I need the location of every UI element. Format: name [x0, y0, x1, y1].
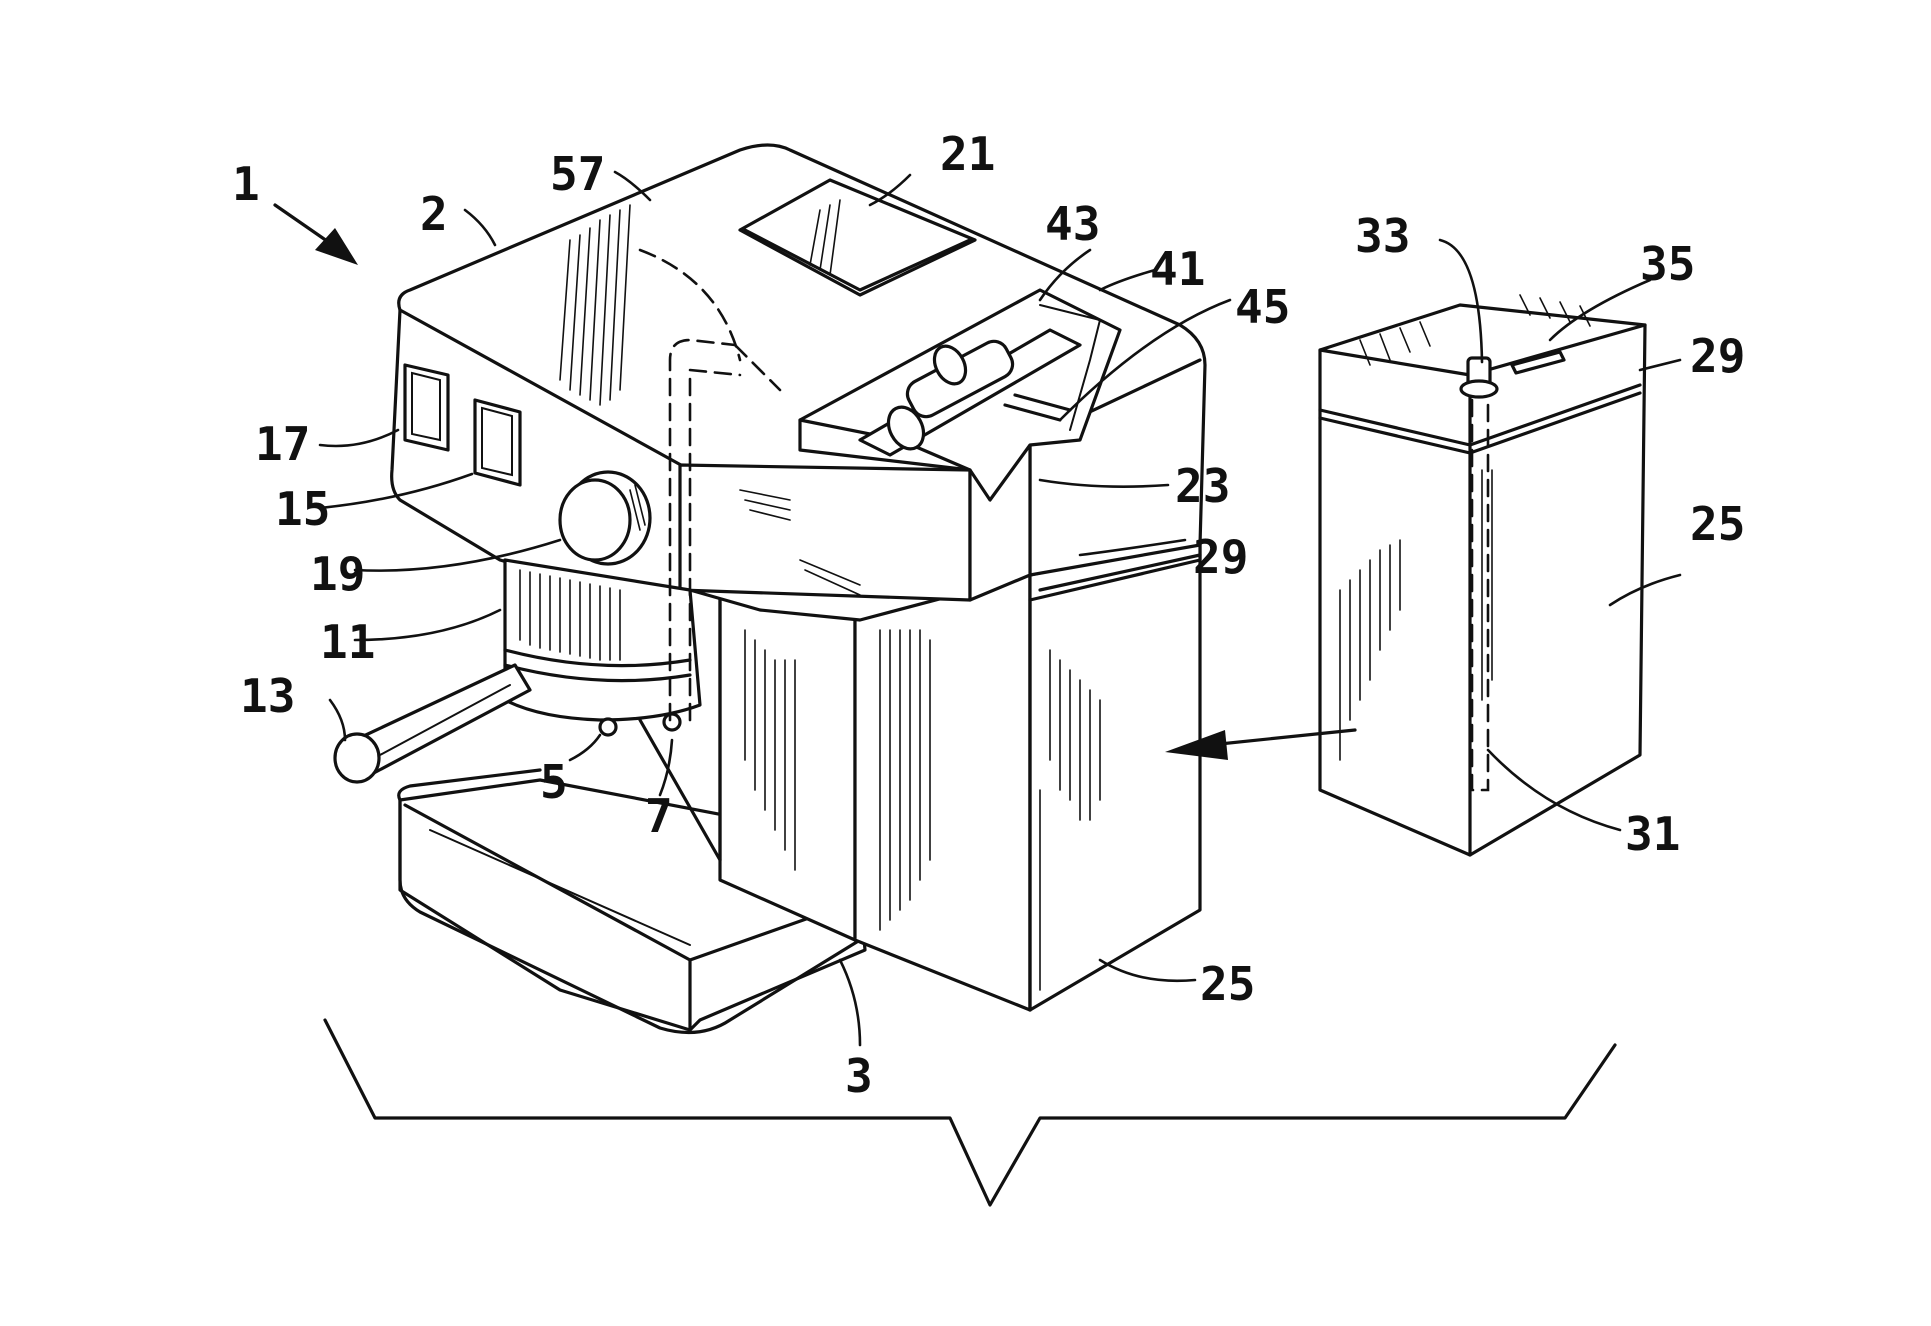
label-tank-front: 25	[1200, 957, 1255, 1011]
label-slot: 35	[1640, 237, 1695, 291]
label-switch-a: 15	[275, 482, 330, 536]
label-knob: 19	[310, 547, 365, 601]
grouping-brace	[325, 1020, 1615, 1205]
label-connector: 33	[1355, 209, 1410, 263]
portafilter-handle	[335, 665, 530, 782]
label-pump-c: 45	[1235, 280, 1290, 334]
label-tank-side: 25	[1690, 497, 1745, 551]
label-tank-lid-front: 29	[1193, 530, 1248, 584]
label-lid: 21	[940, 127, 995, 181]
label-dip-tube: 31	[1625, 807, 1680, 861]
tank-removed	[1320, 295, 1645, 855]
label-pump-b: 43	[1045, 197, 1100, 251]
label-switch-b: 17	[255, 417, 310, 471]
label-machine: 1	[232, 157, 260, 211]
label-outlet-b: 7	[645, 789, 673, 843]
tank-installed	[1030, 540, 1200, 1010]
label-drip-tray: 3	[845, 1049, 873, 1103]
label-housing: 2	[420, 187, 448, 241]
label-tank-lid-side: 29	[1690, 329, 1745, 383]
label-outlet-a: 5	[540, 755, 568, 809]
label-brew-group: 11	[320, 615, 375, 669]
label-tank-handle: 23	[1175, 459, 1230, 513]
label-pump-a: 41	[1150, 242, 1205, 296]
label-duct: 57	[550, 147, 605, 201]
machine-ref-arrow	[275, 205, 358, 265]
label-handle: 13	[240, 669, 295, 723]
